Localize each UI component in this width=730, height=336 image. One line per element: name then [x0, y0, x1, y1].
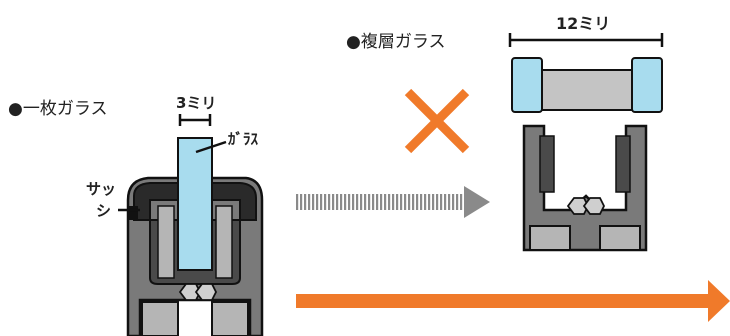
sash-tab: [128, 206, 138, 220]
arrow-dot: [392, 194, 395, 210]
arrow-dot: [372, 194, 375, 210]
arrow-dot: [460, 194, 463, 210]
arrow-dot: [396, 194, 399, 210]
glass-spacer: [539, 69, 635, 111]
arrow-dot: [332, 194, 335, 210]
dim-single-label: 3ミリ: [176, 94, 217, 112]
double-hex-gasket-right: [582, 197, 606, 215]
arrow-dot: [344, 194, 347, 210]
glass-leader: [195, 140, 227, 154]
arrow-dot: [380, 194, 383, 210]
arrow-dot: [420, 194, 423, 210]
arrow-dot: [364, 194, 367, 210]
arrow-dot: [352, 194, 355, 210]
dim-double-label: 12ミリ: [556, 14, 611, 33]
arrow-dot: [384, 194, 387, 210]
arrow-dot: [404, 194, 407, 210]
arrow-dot: [428, 194, 431, 210]
arrow-dot: [408, 194, 411, 210]
arrow-dot: [336, 194, 339, 210]
double-channel-right: [599, 225, 641, 251]
single-glass-heading: ●一枚ガラス: [8, 99, 108, 119]
arrow-dot: [452, 194, 455, 210]
pocket-inner-left: [157, 205, 175, 279]
arrow-dot: [320, 194, 323, 210]
arrow-dot: [412, 194, 415, 210]
arrow-dot: [376, 194, 379, 210]
sash-channel-left: [141, 301, 179, 336]
arrow-dot: [388, 194, 391, 210]
pocket-inner-right: [215, 205, 233, 279]
frame-inner-left: [539, 135, 555, 193]
double-glass-assembly: [508, 33, 664, 252]
arrow-dot: [312, 194, 315, 210]
single-glass-pane: [177, 137, 213, 271]
arrow-dot: [368, 194, 371, 210]
sash-channel-right: [211, 301, 249, 336]
arrow-dot: [348, 194, 351, 210]
x-mark-icon: [404, 88, 470, 154]
arrow-dot: [360, 194, 363, 210]
glass-label: ｶﾞﾗｽ: [228, 130, 259, 148]
arrow-dot: [400, 194, 403, 210]
double-glass-heading: ●複層ガラス: [346, 32, 446, 52]
arrow-dot: [356, 194, 359, 210]
frame-inner-right: [615, 135, 631, 193]
single-glass-assembly: [118, 114, 264, 336]
arrow-dot: [432, 194, 435, 210]
sash-label-line2: シ: [96, 202, 112, 220]
arrow-dot: [308, 194, 311, 210]
arrow-dot: [456, 194, 459, 210]
arrow-dot: [300, 194, 303, 210]
arrow-dot: [436, 194, 439, 210]
glazing-bead: [133, 182, 257, 221]
arrow-right-icon: [296, 280, 730, 322]
hex-gasket-right: [194, 283, 218, 301]
arrow-dot: [316, 194, 319, 210]
arrow-dot: [304, 194, 307, 210]
arrow-dot: [340, 194, 343, 210]
arrow-dot: [440, 194, 443, 210]
arrow-dot: [296, 194, 299, 210]
arrow-dot: [424, 194, 427, 210]
dotted-arrow-icon: [296, 186, 490, 218]
arrow-dot: [324, 194, 327, 210]
sash-label-line1: サッ: [86, 180, 117, 198]
arrow-dot: [444, 194, 447, 210]
arrow-dot: [328, 194, 331, 210]
arrow-dot: [448, 194, 451, 210]
double-glass-pane-left: [511, 57, 543, 113]
double-channel-left: [529, 225, 571, 251]
arrow-dot: [416, 194, 419, 210]
double-glass-pane-right: [631, 57, 663, 113]
